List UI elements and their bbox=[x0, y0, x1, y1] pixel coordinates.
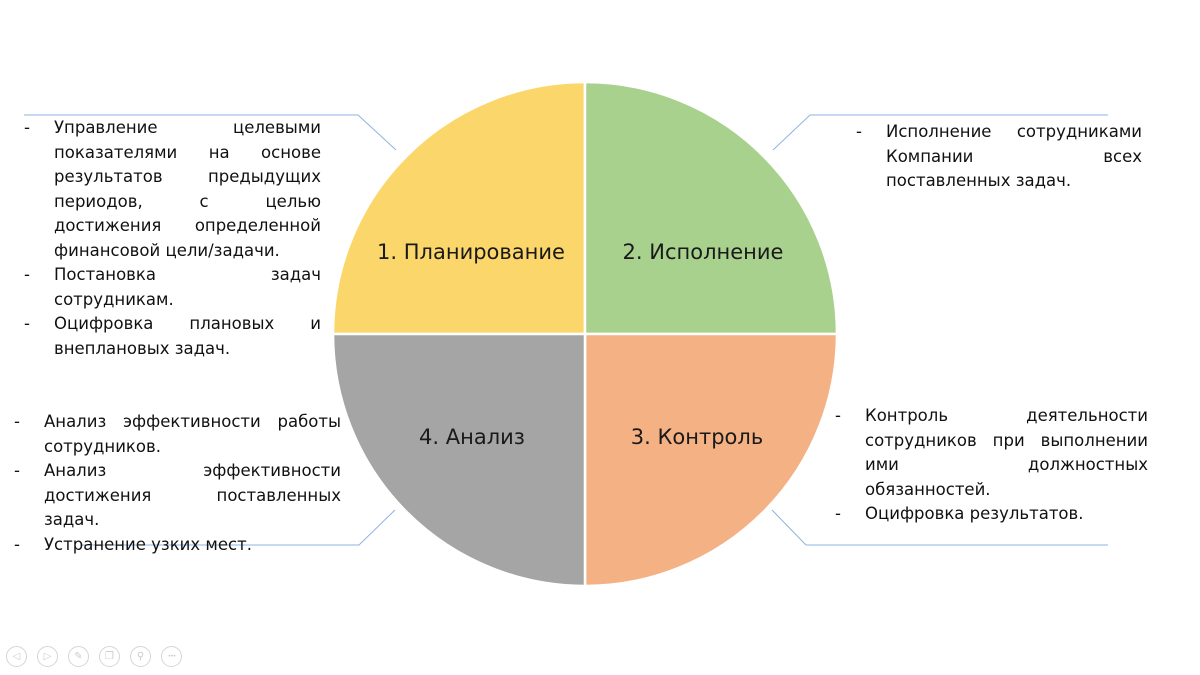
slideshow-toolbar: ◁ ▷ ✎ ❐ ⚲ ••• bbox=[6, 646, 182, 670]
list-item-text: Оцифровка плановых и внеплановых задач. bbox=[54, 314, 321, 358]
planning-bullet-list: - Управление целевыми показателями на ос… bbox=[24, 116, 321, 361]
execution-bullet-list: - Исполнение сотрудниками Компании всех … bbox=[856, 120, 1142, 194]
list-item: - Анализ эффективности достижения постав… bbox=[14, 459, 341, 533]
analysis-bullet-list: - Анализ эффективности работы сотруднико… bbox=[14, 410, 341, 557]
quadrant-label-analysis: 4. Анализ bbox=[419, 425, 525, 449]
quadrant-label-planning: 1. Планирование bbox=[377, 240, 565, 264]
previous-icon[interactable]: ◁ bbox=[6, 646, 27, 667]
connector-execution bbox=[772, 114, 1108, 151]
list-item: - Постановка задач сотрудникам. bbox=[24, 263, 321, 312]
bullet-dash: - bbox=[24, 118, 30, 137]
list-item: - Устранение узких мест. bbox=[14, 533, 341, 558]
list-item: - Исполнение сотрудниками Компании всех … bbox=[856, 120, 1142, 194]
quadrant-label-control: 3. Контроль bbox=[631, 425, 763, 449]
next-icon[interactable]: ▷ bbox=[37, 646, 58, 667]
bullet-dash: - bbox=[24, 265, 30, 284]
bullet-dash: - bbox=[24, 314, 30, 333]
quadrant-execution bbox=[583, 80, 839, 336]
quadrant-label-execution: 2. Исполнение bbox=[623, 240, 784, 264]
bullet-dash: - bbox=[14, 461, 20, 480]
connector-planning bbox=[24, 114, 397, 151]
list-item: - Анализ эффективности работы сотруднико… bbox=[14, 410, 341, 459]
bullet-dash: - bbox=[856, 122, 862, 141]
slides-icon[interactable]: ❐ bbox=[99, 646, 120, 667]
list-item-text: Контроль деятельности сотрудников при вы… bbox=[865, 406, 1148, 499]
list-item-text: Постановка задач сотрудникам. bbox=[54, 265, 321, 309]
list-item-text: Оцифровка результатов. bbox=[865, 504, 1084, 523]
connector-analysis bbox=[80, 509, 396, 546]
zoom-icon[interactable]: ⚲ bbox=[130, 646, 151, 667]
list-item-text: Анализ эффективности достижения поставле… bbox=[44, 461, 341, 529]
bullet-dash: - bbox=[14, 534, 20, 554]
list-item-text: Управление целевыми показателями на осно… bbox=[54, 118, 321, 260]
list-item-text: Анализ эффективности работы сотрудников. bbox=[44, 412, 341, 456]
bullet-dash: - bbox=[835, 504, 841, 523]
list-item: - Управление целевыми показателями на ос… bbox=[24, 116, 321, 263]
list-item: - Оцифровка результатов. bbox=[835, 502, 1148, 527]
list-item: - Контроль деятельности сотрудников при … bbox=[835, 404, 1148, 502]
more-icon[interactable]: ••• bbox=[161, 646, 182, 667]
list-item-text: Устранение узких мест. bbox=[44, 534, 252, 554]
control-bullet-list: - Контроль деятельности сотрудников при … bbox=[835, 404, 1148, 527]
bullet-dash: - bbox=[14, 412, 20, 431]
quadrant-control bbox=[583, 332, 839, 588]
pen-icon[interactable]: ✎ bbox=[68, 646, 89, 667]
bullet-dash: - bbox=[835, 406, 841, 425]
list-item-text: Исполнение сотрудниками Компании всех по… bbox=[886, 122, 1142, 190]
quadrant-planning bbox=[331, 80, 587, 336]
list-item: - Оцифровка плановых и внеплановых задач… bbox=[24, 312, 321, 361]
quadrant-analysis bbox=[331, 332, 587, 588]
connector-control bbox=[771, 509, 1108, 546]
